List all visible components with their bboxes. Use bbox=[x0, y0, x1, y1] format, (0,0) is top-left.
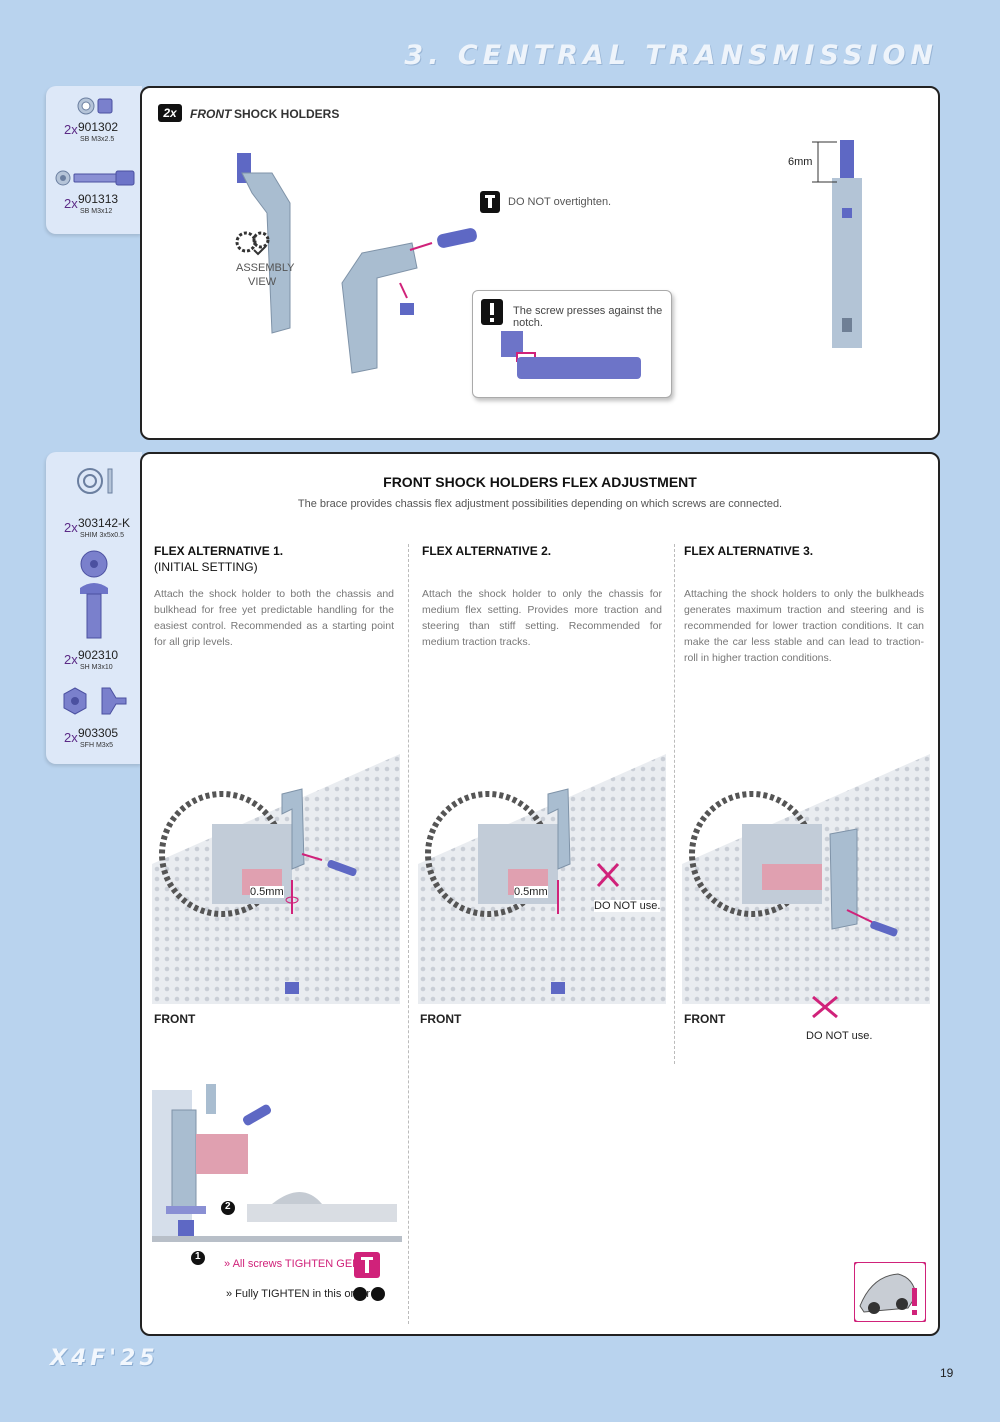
column-subheading: (INITIAL SETTING) bbox=[154, 560, 258, 574]
section-subtitle: The brace provides chassis flex adjustme… bbox=[297, 498, 783, 510]
chassis-drawing-3 bbox=[682, 754, 930, 1004]
page-title: 3. CENTRAL TRANSMISSION bbox=[404, 40, 938, 71]
nut-icon bbox=[77, 97, 113, 115]
column-heading: FLEX ALTERNATIVE 3. bbox=[684, 544, 814, 558]
flat-head-screw-icon bbox=[63, 687, 127, 715]
part-desc: SB M3x2.5 bbox=[80, 136, 115, 143]
column-divider bbox=[408, 544, 409, 1324]
parts-sidebar-top: 2x 901302 SB M3x2.5 2x 901313 SB M3x12 bbox=[46, 86, 142, 234]
chassis-drawing-2 bbox=[418, 754, 666, 1004]
order-icons bbox=[353, 1287, 385, 1301]
step-badge: 2x bbox=[158, 104, 182, 122]
shim-icon bbox=[77, 468, 113, 494]
part-qty: 2x bbox=[64, 652, 78, 667]
part-item: 2x 901302 SB M3x2.5 bbox=[46, 96, 142, 156]
assembly-view-label: VIEW bbox=[248, 276, 277, 288]
exclamation-icon bbox=[481, 299, 503, 325]
part-qty: 2x bbox=[64, 196, 78, 211]
tighten-order-drawing bbox=[152, 1084, 402, 1242]
section-title: FRONT SHOCK HOLDERS FLEX ADJUSTMENT bbox=[383, 474, 697, 490]
part-code: 902310 bbox=[78, 648, 119, 662]
page-number: 19 bbox=[940, 1366, 954, 1380]
column-text: Attach the shock holder to both the chas… bbox=[154, 588, 394, 648]
part-desc: SHIM 3x5x0.5 bbox=[80, 532, 124, 539]
product-logo: X4F'25 bbox=[50, 1346, 159, 1371]
part-qty: 2x bbox=[64, 520, 78, 535]
do-not-use-label: DO NOT use. bbox=[594, 900, 661, 912]
part-item: 2x 901313 SB M3x12 bbox=[46, 168, 142, 228]
tighten-gently-note: » All screws TIGHTEN GENTLY bbox=[224, 1258, 380, 1270]
part-item: 2x 303142-K SHIM 3x5x0.5 bbox=[46, 466, 142, 539]
front-label: FRONT bbox=[420, 1012, 462, 1026]
order-marker-2 bbox=[221, 1201, 235, 1215]
part-item: 2x 903305 SFH M3x5 bbox=[46, 686, 142, 756]
overtighten-warning: DO NOT overtighten. bbox=[508, 196, 612, 208]
screw-icon bbox=[55, 170, 135, 186]
assembly-view-label: ASSEMBLY bbox=[236, 262, 295, 274]
cap-screw-icon bbox=[80, 550, 108, 639]
gears-icon bbox=[235, 231, 270, 256]
shock-holders-panel: 2x FRONT SHOCK HOLDERS ASSEMBLY VIEW DO … bbox=[140, 86, 940, 440]
tighten-order-note: » Fully TIGHTEN in this order bbox=[226, 1288, 371, 1300]
notch-note: The screw presses against the notch. bbox=[472, 290, 672, 398]
part-code: 903305 bbox=[78, 726, 119, 740]
do-not-use-label: DO NOT use. bbox=[806, 1030, 873, 1042]
part-qty: 2x bbox=[64, 122, 78, 137]
parts-sidebar-bottom: 2x 303142-K SHIM 3x5x0.5 2x 902310 SH M3… bbox=[46, 452, 142, 764]
part-code: 303142-K bbox=[78, 516, 131, 530]
column-heading: FLEX ALTERNATIVE 2. bbox=[422, 544, 552, 558]
column-divider bbox=[674, 544, 675, 1064]
order-marker-2-label: 2 bbox=[225, 1201, 231, 1212]
part-desc: SFH M3x5 bbox=[80, 742, 114, 749]
part-item: 2x 902310 SH M3x10 bbox=[46, 548, 142, 671]
notch-drawing bbox=[501, 331, 641, 379]
side-view-drawing bbox=[812, 140, 862, 348]
front-word: FRONT bbox=[190, 107, 232, 121]
shock-holder-drawing bbox=[237, 153, 477, 374]
shim-label: 0.5mm bbox=[514, 886, 548, 898]
car-warning-icon bbox=[854, 1262, 926, 1322]
part-desc: SB M3x12 bbox=[80, 208, 113, 215]
column-text: Attach the shock holder to only the chas… bbox=[422, 588, 662, 648]
part-code: 901302 bbox=[78, 120, 119, 134]
torque-warning-icon bbox=[480, 191, 500, 213]
flex-adjustment-panel: FRONT SHOCK HOLDERS FLEX ADJUSTMENT The … bbox=[140, 452, 940, 1336]
front-label: FRONT bbox=[684, 1012, 726, 1026]
column-text: Attaching the shock holders to only the … bbox=[684, 588, 924, 664]
dimension-label: 6mm bbox=[788, 156, 813, 168]
cross-icon bbox=[812, 995, 838, 1019]
order-marker-1-label: 1 bbox=[195, 1251, 201, 1262]
part-desc: SH M3x10 bbox=[80, 664, 113, 671]
shim-label: 0.5mm bbox=[250, 886, 284, 898]
column-heading: FLEX ALTERNATIVE 1. bbox=[154, 544, 284, 558]
notch-note-text: The screw presses against the notch. bbox=[513, 305, 663, 329]
panel-heading: SHOCK HOLDERS bbox=[234, 107, 340, 121]
order-marker-1 bbox=[191, 1251, 205, 1265]
tighten-gently-icon bbox=[354, 1252, 380, 1278]
part-code: 901313 bbox=[78, 192, 119, 206]
part-qty: 2x bbox=[64, 730, 78, 745]
chassis-drawing-1 bbox=[152, 754, 400, 1004]
front-label: FRONT bbox=[154, 1012, 196, 1026]
